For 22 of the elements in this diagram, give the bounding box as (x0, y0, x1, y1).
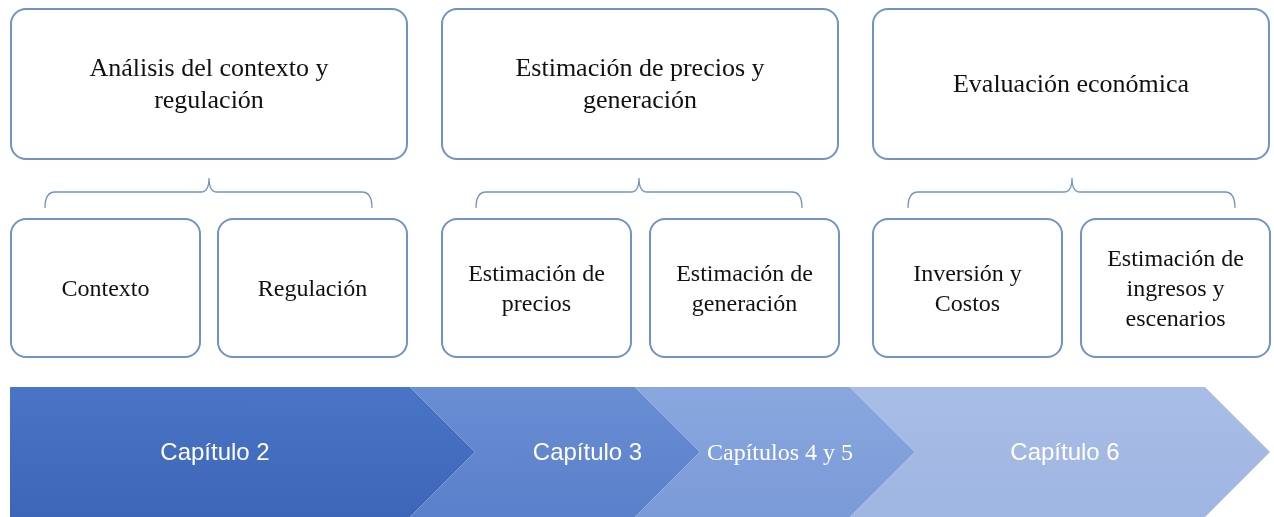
subtopic-label: Estimación de ingresos y escenarios (1106, 244, 1245, 333)
chapter-label: Capítulo 6 (1010, 436, 1120, 467)
topic-title: Estimación de precios y generación (514, 51, 766, 116)
topic-box (872, 8, 1270, 160)
subtopic-label: Inversión y Costos (912, 259, 1023, 318)
subtopic-box (872, 218, 1063, 358)
topic-title: Evaluación económica (952, 67, 1190, 100)
subtopic-box (217, 218, 408, 358)
chapter-label: Capítulo 3 (532, 436, 643, 467)
topic-box (10, 8, 408, 160)
subtopic-label: Contexto (61, 274, 150, 303)
subtopic-label: Regulación (257, 274, 368, 303)
subtopic-label: Estimación de generación (675, 259, 814, 318)
subtopic-box (441, 218, 632, 358)
chapter-label: Capítulo 2 (160, 436, 270, 467)
subtopic-box (1080, 218, 1271, 358)
subtopic-label: Estimación de precios (467, 259, 606, 318)
subtopic-box (10, 218, 201, 358)
subtopic-box (649, 218, 840, 358)
topic-title: Análisis del contexto y regulación (88, 51, 330, 116)
topic-box (441, 8, 839, 160)
chapter-label: Capítulos 4 y 5 (707, 437, 853, 467)
